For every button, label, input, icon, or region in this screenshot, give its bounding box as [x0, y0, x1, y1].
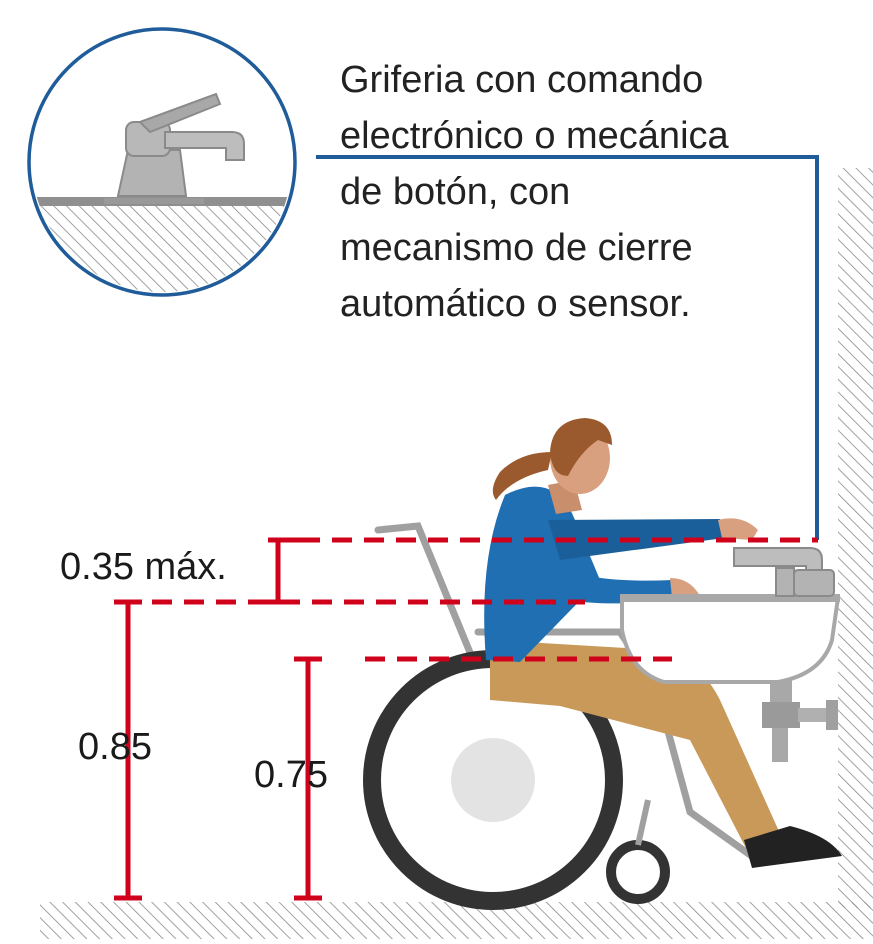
leader-line	[316, 155, 819, 540]
max-gap-label: 0.35 máx.	[60, 546, 227, 588]
caption-line: automático o sensor.	[340, 283, 691, 325]
wheelchair	[363, 522, 764, 910]
drain-pipe-icon	[762, 680, 838, 762]
knee-clearance-label: 0.75	[254, 754, 328, 796]
faucet-detail-icon	[27, 27, 297, 297]
dimension-lines	[114, 537, 818, 901]
washbasin-icon	[620, 594, 841, 684]
caption-line: de botón, con	[340, 171, 571, 213]
caption-line: mecanismo de cierre	[340, 227, 693, 269]
faucet-icon	[733, 547, 835, 597]
floor	[40, 902, 873, 939]
faucet-caption: Griferia con comando electrónico o mecán…	[340, 52, 810, 332]
caption-line: electrónico o mecánica	[340, 115, 729, 157]
wall	[838, 168, 873, 908]
sink-height-label: 0.85	[78, 726, 152, 768]
caption-line: Griferia con comando	[340, 59, 704, 101]
